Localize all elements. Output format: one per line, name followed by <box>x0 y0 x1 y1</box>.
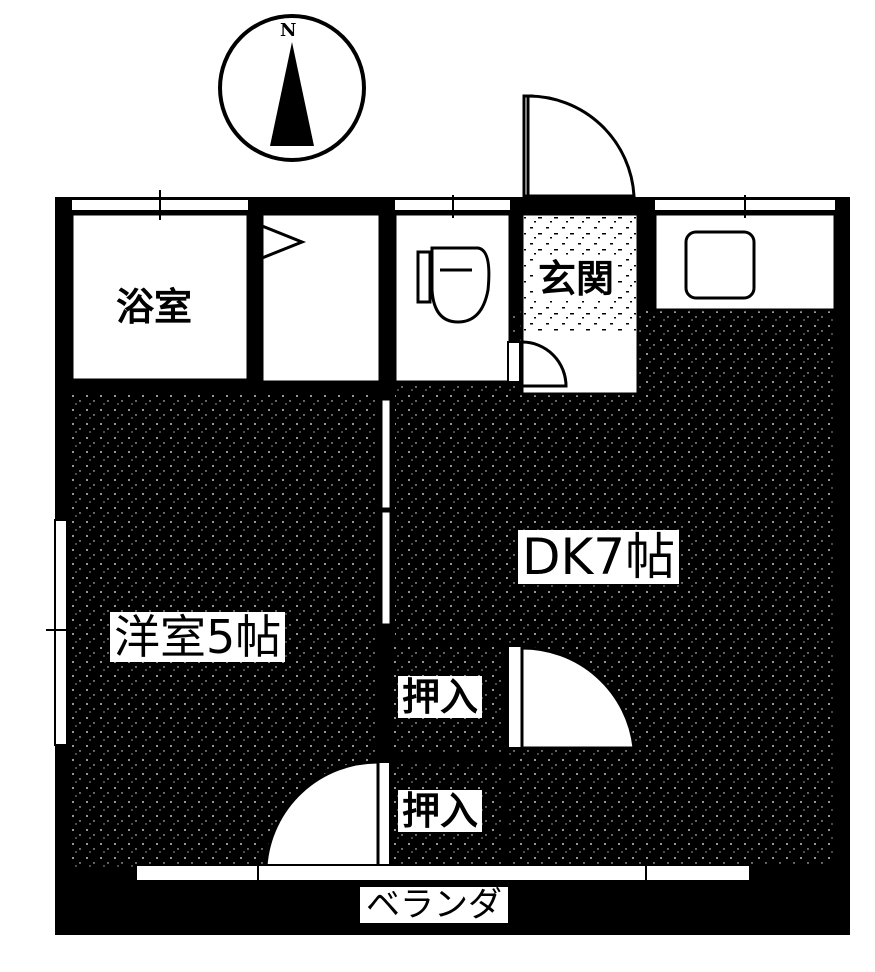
room-label-veranda: ベランダ <box>360 887 508 923</box>
door-swing-icon <box>522 94 636 198</box>
room-label-dk: DK7帖 <box>518 530 680 584</box>
room-label-closet-lower: 押入 <box>398 790 483 832</box>
kitchen-sink-icon <box>684 230 756 300</box>
washroom <box>260 212 382 384</box>
compass-icon <box>218 14 366 162</box>
bath-room <box>70 212 250 382</box>
toilet-icon <box>416 246 491 324</box>
room-label-western: 洋室5帖 <box>110 612 286 662</box>
room-label-bath: 浴室 <box>116 285 193 329</box>
sink-icon <box>249 220 307 320</box>
room-label-entry: 玄関 <box>534 258 619 300</box>
room-label-closet-upper: 押入 <box>398 676 483 718</box>
compass-north-label: N <box>280 20 297 41</box>
